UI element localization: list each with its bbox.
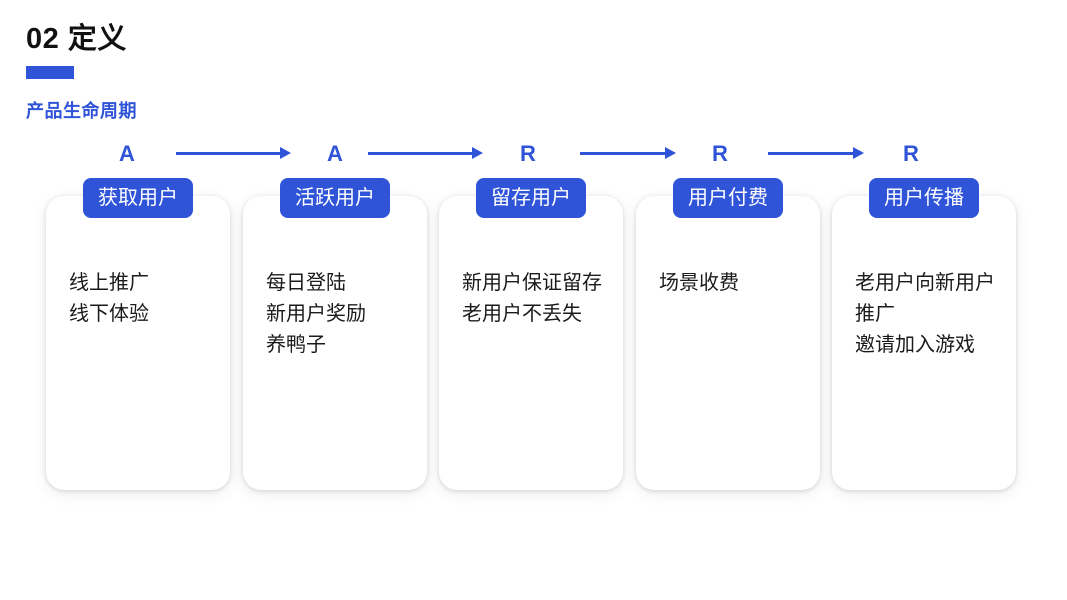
- arrow-head-icon: [665, 147, 676, 159]
- arrow-shaft-icon: [580, 152, 667, 155]
- stage-card-body: 线上推广 线下体验: [69, 272, 149, 325]
- stage-card-body: 场景收费: [659, 272, 739, 294]
- stage-badge-5[interactable]: 用户传播: [869, 178, 979, 218]
- arrow-head-icon: [853, 147, 864, 159]
- section-subtitle: 产品生命周期: [26, 101, 137, 121]
- stage-card-2[interactable]: 每日登陆 新用户奖励 养鸭子: [243, 196, 427, 490]
- flow-arrow-3: [580, 147, 676, 161]
- slide-header: 02 定义: [26, 20, 127, 79]
- title-accent-rule: [26, 66, 74, 79]
- arrow-head-icon: [280, 147, 291, 159]
- arrow-shaft-icon: [176, 152, 282, 155]
- stage-card-body: 老用户向新用户推广 邀请加入游戏: [855, 272, 995, 356]
- arrow-head-icon: [472, 147, 483, 159]
- page-title: 02 定义: [26, 23, 127, 55]
- stage-letter-1: A: [119, 141, 135, 166]
- stage-badge-2[interactable]: 活跃用户: [280, 178, 390, 218]
- stage-badge-4[interactable]: 用户付费: [673, 178, 783, 218]
- stage-letter-2: A: [327, 141, 343, 166]
- stage-card-4[interactable]: 场景收费: [636, 196, 820, 490]
- stage-card-5[interactable]: 老用户向新用户推广 邀请加入游戏: [832, 196, 1016, 490]
- flow-arrow-4: [768, 147, 864, 161]
- arrow-shaft-icon: [368, 152, 474, 155]
- stage-badge-3[interactable]: 留存用户: [476, 178, 586, 218]
- stage-letter-4: R: [712, 141, 728, 166]
- arrow-shaft-icon: [768, 152, 855, 155]
- stage-badge-1[interactable]: 获取用户: [83, 178, 193, 218]
- flow-arrow-2: [368, 147, 483, 161]
- stage-card-body: 新用户保证留存 老用户不丢失: [462, 272, 602, 325]
- stage-letter-3: R: [520, 141, 536, 166]
- flow-arrow-1: [176, 147, 291, 161]
- stage-card-1[interactable]: 线上推广 线下体验: [46, 196, 230, 490]
- stage-card-body: 每日登陆 新用户奖励 养鸭子: [266, 272, 366, 356]
- stage-card-3[interactable]: 新用户保证留存 老用户不丢失: [439, 196, 623, 490]
- stage-letter-5: R: [903, 141, 919, 166]
